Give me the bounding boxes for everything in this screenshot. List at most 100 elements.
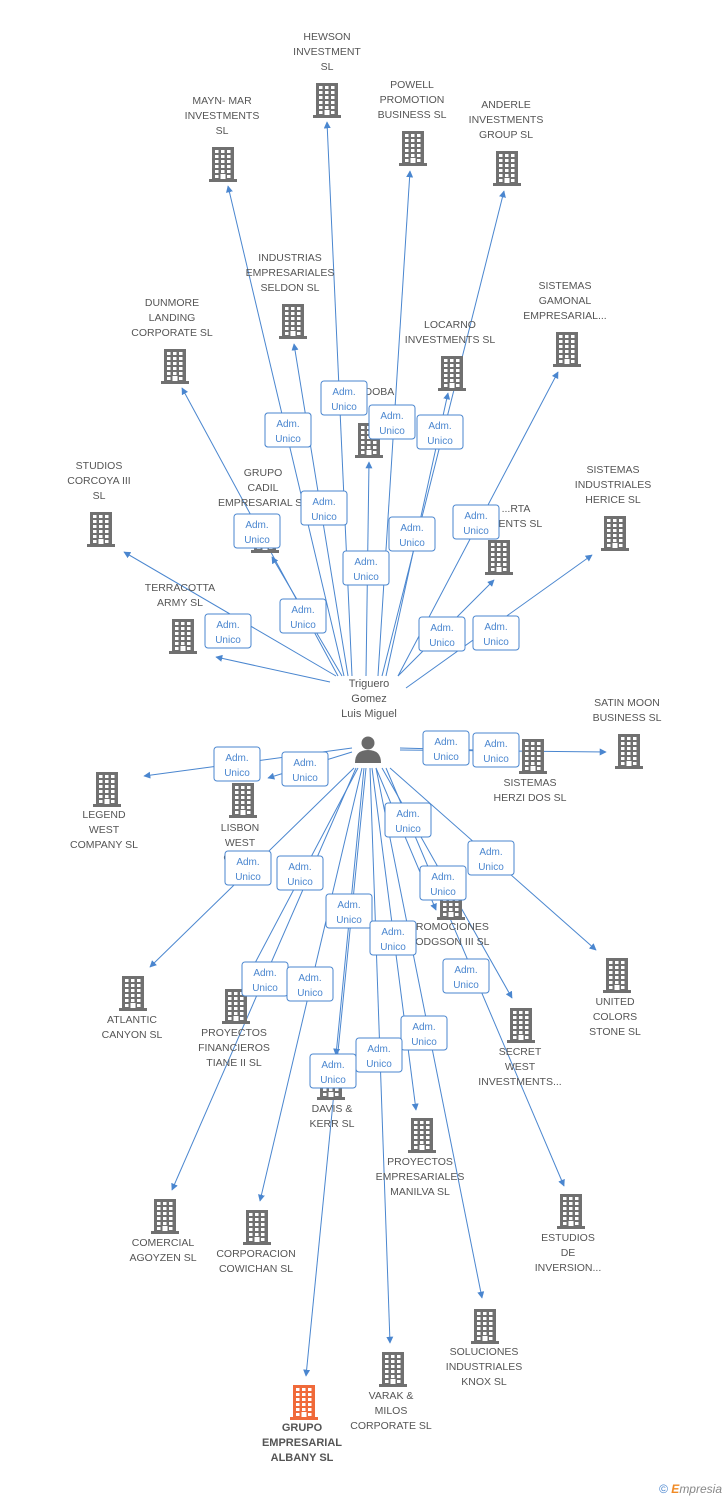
role-badge-text: Adm.Unico (297, 973, 323, 999)
role-badge-promociones[interactable]: Adm.Unico (384, 802, 432, 838)
company-label-line: INVESTMENTS (185, 110, 260, 122)
company-label-line: MILOS (375, 1405, 408, 1417)
role-badge-sistemas-herice[interactable]: Adm.Unico (472, 615, 520, 651)
building-icon (615, 734, 643, 769)
role-badge-united[interactable]: Adm.Unico (467, 840, 515, 876)
role-badge-sistemas-gamonal[interactable]: Adm.Unico (452, 504, 500, 540)
role-badge-anderle[interactable]: Adm.Unico (416, 414, 464, 450)
role-badge-line: Adm. (293, 758, 316, 769)
copyright-symbol: © (659, 1482, 668, 1496)
role-badge-estudios[interactable]: Adm.Unico (442, 958, 490, 994)
role-badge-studios[interactable]: Adm.Unico (233, 513, 281, 549)
role-badge-comercial[interactable]: Adm. Unico (241, 961, 289, 997)
role-badge-line: Unico (252, 983, 278, 994)
edge-terracotta (215, 654, 331, 683)
role-badge-doba[interactable]: Adm.Unico (342, 550, 390, 586)
company-label-line: SECRET (499, 1046, 542, 1058)
role-badge-powell[interactable]: Adm.Unico (368, 404, 416, 440)
company-label-line: INDUSTRIALES (575, 479, 651, 491)
role-badge-text: Adm.Unico (336, 900, 362, 926)
role-badge-rta[interactable]: Adm.Unico (418, 616, 466, 652)
company-label-line: BUSINESS SL (378, 109, 447, 121)
company-label-line: SL (321, 61, 334, 73)
company-label-line: EMPRESARIAL... (523, 310, 606, 322)
role-badge-text: Adm.Unico (215, 620, 241, 646)
role-badge-secret[interactable]: Adm.Unico (419, 865, 467, 901)
role-badge-line: Adm. (216, 620, 239, 631)
company-label-line: SISTEMAS (538, 280, 591, 292)
role-badge-line: Unico (478, 862, 504, 873)
role-badge-text: Adm.Unico (292, 758, 318, 784)
role-badge-line: Adm. (428, 421, 451, 432)
role-badge-proyectos-tiane[interactable]: Adm.Unico (276, 855, 324, 891)
role-badge-herzi[interactable]: Adm.Unico (422, 730, 470, 766)
company-label-line: ...ENTS SL (490, 518, 543, 530)
company-label-line: HERICE SL (585, 494, 641, 506)
company-label-line: COMPANY SL (70, 839, 138, 851)
role-badge-satin[interactable]: Adm.Unico (472, 732, 520, 768)
role-badge-locarno[interactable]: Adm.Unico (388, 516, 436, 552)
role-badge-line: Unico (290, 620, 316, 631)
company-label-line: STUDIOS (76, 460, 123, 472)
role-badge-dunmore[interactable]: Adm.Unico (264, 412, 312, 448)
role-badge-soluciones[interactable]: Adm.Unico (400, 1015, 448, 1051)
company-label-line: SL (93, 490, 106, 502)
building-icon (229, 783, 257, 818)
role-badge-hewson[interactable]: Adm.Unico (320, 380, 368, 416)
building-icon (290, 1385, 318, 1420)
company-node-rta[interactable]: ...RTA...ENTS SL (485, 503, 542, 575)
role-badge-grupo-cadil[interactable]: Adm.Unico (279, 598, 327, 634)
company-label-line: INVESTMENT (293, 46, 361, 58)
role-badge-line: Adm. (253, 968, 276, 979)
role-badge-line: Adm. (380, 411, 403, 422)
role-badge-industrias[interactable]: Adm.Unico (300, 490, 348, 526)
role-badge-line: Unico (411, 1037, 437, 1048)
company-label-line: ANDERLE (481, 99, 531, 111)
footer-brand: © Empresia (659, 1482, 722, 1496)
company-node-lisbon[interactable]: LISBONWESTCOM... (221, 783, 260, 864)
role-badge-varak[interactable]: Adm.Unico (355, 1037, 403, 1073)
role-badge-corporacion[interactable]: Adm.Unico (286, 966, 334, 1002)
role-badge-line: Adm. (354, 557, 377, 568)
role-badge-lisbon[interactable]: Adm.Unico (281, 751, 329, 787)
role-badge-text: Adm.Unico (311, 497, 337, 523)
company-label-line: COLORS (593, 1011, 637, 1023)
role-badge-terracotta[interactable]: Adm.Unico (204, 613, 252, 649)
role-badge-legend[interactable]: Adm.Unico (213, 746, 261, 782)
role-badge-manilva[interactable]: Adm.Unico (369, 920, 417, 956)
role-badge-davis[interactable]: Adm.Unico (325, 893, 373, 929)
company-label: ...RTA...ENTS SL (490, 503, 543, 530)
company-label-line: EMPRESARIALES (246, 267, 335, 279)
role-badge-albany[interactable]: Adm.Unico (309, 1053, 357, 1089)
company-label-line: LISBON (221, 822, 260, 834)
role-badge-atlantic[interactable]: Adm.Unico (224, 850, 272, 886)
